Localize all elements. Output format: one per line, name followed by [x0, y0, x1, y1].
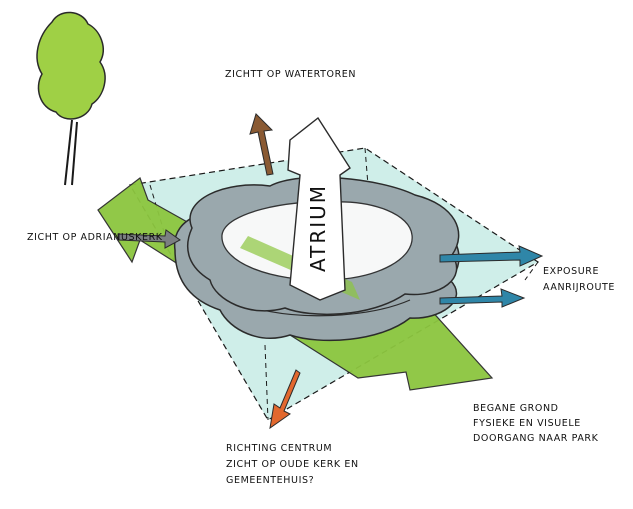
label-begane-grond: BEGANE GROND [473, 403, 559, 414]
label-adrianuskerk: ZICHT OP ADRIANUSKERK [27, 232, 163, 243]
label-zicht-oude-kerk: ZICHT OP OUDE KERK EN [226, 459, 359, 470]
label-doorgang-park: DOORGANG NAAR PARK [473, 433, 599, 444]
adrianuskerk-arrow [117, 229, 181, 249]
label-watertower: ZICHTT OP WATERTOREN [225, 69, 356, 80]
atrium-volume: ATRIUM [287, 116, 351, 301]
atrium-label: ATRIUM [306, 184, 330, 272]
label-gemeentehuis: GEMEENTEHUIS? [226, 475, 314, 486]
label-aanrijroute: AANRIJROUTE [543, 282, 615, 293]
tree-icon [36, 11, 106, 186]
label-fysieke-visuele: FYSIEKE EN VISUELE [473, 418, 581, 429]
exposure-arrow-lower [439, 288, 526, 308]
watertower-arrow [249, 113, 274, 176]
centrum-arrow [269, 369, 301, 430]
label-richting-centrum: RICHTING CENTRUM [226, 443, 332, 454]
exposure-arrow-upper [439, 245, 544, 267]
label-exposure: EXPOSURE [543, 266, 599, 277]
